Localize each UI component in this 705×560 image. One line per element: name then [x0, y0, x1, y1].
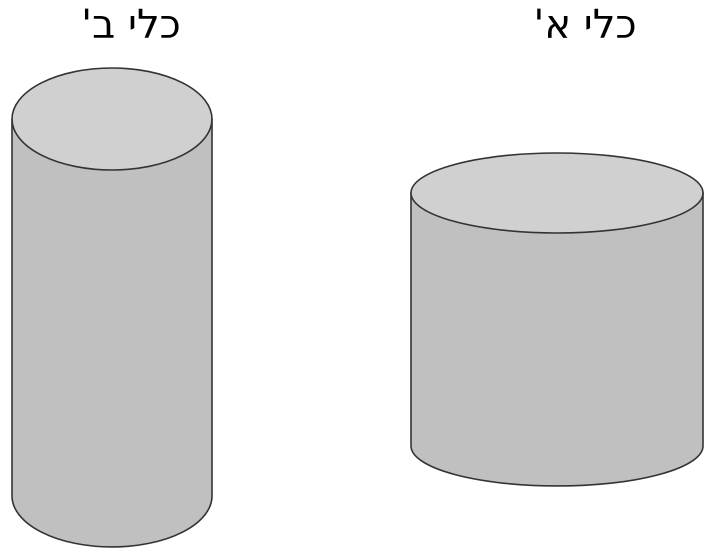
container-a-top	[411, 153, 703, 233]
container-b-cylinder	[12, 68, 212, 547]
container-b-top	[12, 68, 212, 170]
container-b-body	[12, 119, 212, 547]
container-a-body	[411, 193, 703, 486]
container-a-cylinder	[411, 153, 703, 486]
